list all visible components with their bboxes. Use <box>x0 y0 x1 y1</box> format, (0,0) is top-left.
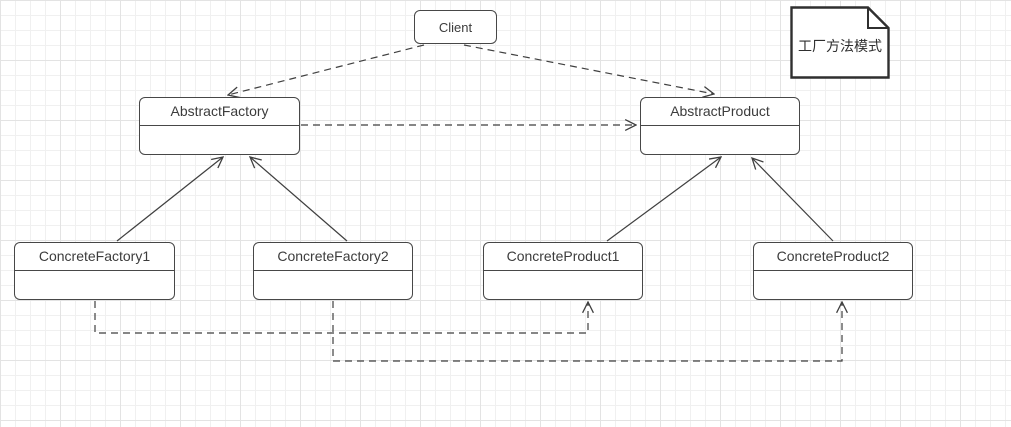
edge-client-abstractfactory[interactable] <box>228 44 425 95</box>
node-concretefactory2-body <box>254 271 412 298</box>
edge-concretefactory2-concreteproduct2[interactable] <box>332 301 842 362</box>
node-concretefactory1-body <box>15 271 174 298</box>
node-client-label: Client <box>438 19 473 35</box>
node-client[interactable]: Client <box>414 10 497 44</box>
edge-client-abstractproduct[interactable] <box>463 44 714 94</box>
node-abstractfactory-body <box>140 126 299 153</box>
node-concreteproduct1-body <box>484 271 642 298</box>
note-factory-method-pattern[interactable]: 工厂方法模式 <box>790 6 890 79</box>
edge-concreteproduct1-abstractproduct[interactable] <box>606 157 721 242</box>
node-concreteproduct2-body <box>754 271 912 298</box>
note-shape <box>790 6 890 79</box>
edge-concretefactory1-concreteproduct1[interactable] <box>94 301 588 334</box>
node-concretefactory2[interactable]: ConcreteFactory2 <box>253 242 413 300</box>
edge-concretefactory1-abstractfactory[interactable] <box>116 157 223 242</box>
node-concreteproduct1[interactable]: ConcreteProduct1 <box>483 242 643 300</box>
edge-concretefactory2-abstractfactory[interactable] <box>250 157 348 242</box>
node-concretefactory1-label: ConcreteFactory1 <box>15 243 174 271</box>
node-concreteproduct2-label: ConcreteProduct2 <box>754 243 912 271</box>
node-abstractfactory-label: AbstractFactory <box>140 98 299 126</box>
edge-concreteproduct2-abstractproduct[interactable] <box>752 158 834 242</box>
node-concretefactory1[interactable]: ConcreteFactory1 <box>14 242 175 300</box>
node-concreteproduct2[interactable]: ConcreteProduct2 <box>753 242 913 300</box>
node-abstractproduct[interactable]: AbstractProduct <box>640 97 800 155</box>
note-label: 工厂方法模式 <box>798 37 882 54</box>
node-abstractproduct-body <box>641 126 799 153</box>
node-concreteproduct1-label: ConcreteProduct1 <box>484 243 642 271</box>
node-concretefactory2-label: ConcreteFactory2 <box>254 243 412 271</box>
node-abstractproduct-label: AbstractProduct <box>641 98 799 126</box>
node-abstractfactory[interactable]: AbstractFactory <box>139 97 300 155</box>
